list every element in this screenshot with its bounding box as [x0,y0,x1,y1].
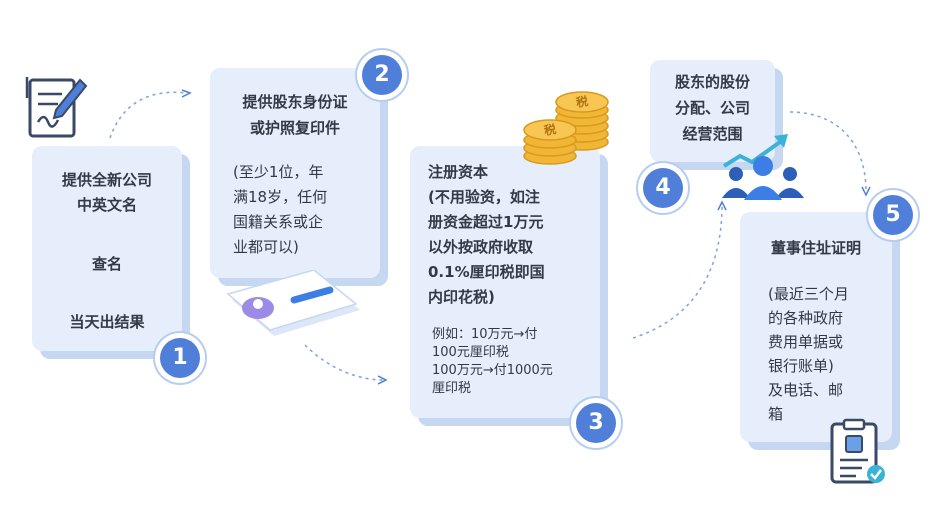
document-sign-icon [25,77,88,138]
step-1-line-1: 提供全新公司 [61,171,152,189]
step-1-card [32,146,190,359]
step-2-note-1: (至少1位，年 [233,163,324,181]
step-5-note-1: (最近三个月 [768,285,849,303]
step-4-card [650,60,783,170]
step-5-card [740,212,900,450]
step-5-badge: 5 [873,195,913,235]
step-3-title-6: 内印花税) [428,288,495,306]
step-5-note-5: 及电话、邮 [768,381,844,399]
step-3-card [410,146,608,426]
step-5-note-2: 的各种政府 [768,309,844,327]
step-3-badge: 3 [576,403,616,443]
step-3-example-4: 厘印税 [432,381,472,396]
step-4-line-3: 经营范围 [682,125,743,143]
step-4-line-1: 股东的股份 [674,73,750,91]
step-3-example-3: 100万元→付1000元 [432,363,553,378]
id-card-icon [226,270,360,336]
step-3-title-2: (不用验资，如注 [428,188,540,206]
step-2-note-4: 业都可以) [233,238,299,256]
step-1-line-4: 当天出结果 [69,313,145,331]
step-2-title-1: 提供股东身份证 [242,93,348,111]
step-5-note-3: 费用单据或 [768,333,844,351]
step-2-card [210,68,388,286]
step-2-note-2: 满18岁，任何 [233,188,328,206]
step-3-example-2: 100元厘印税 [432,345,509,360]
shareholders-growth-icon [722,134,804,200]
step-4-line-2: 分配、公司 [674,99,750,117]
step-1-line-2: 中英文名 [76,196,137,214]
step-1-badge: 1 [160,338,200,378]
step-2-note-3: 国籍关系或企 [233,213,324,231]
step-3-title-4: 以外按政府收取 [428,238,534,256]
step-2-badge: 2 [362,55,402,95]
step-3-example-1: 例如：10万元→付 [432,327,538,342]
step-5-title: 董事住址证明 [770,239,861,257]
coins-icon [523,91,609,165]
step-3-title-5: 0.1%厘印税即国 [428,263,545,281]
clipboard-profile-icon [830,418,885,484]
step-3-title-1: 注册资本 [428,163,489,181]
step-3-title-3: 册资金超过1万元 [428,213,544,231]
step-5-note-6: 箱 [768,405,784,423]
step-5-note-4: 银行账单) [768,357,834,375]
step-4-badge: 4 [643,168,683,208]
step-2-title-2: 或护照复印件 [249,119,340,137]
step-1-line-3: 查名 [91,255,122,273]
